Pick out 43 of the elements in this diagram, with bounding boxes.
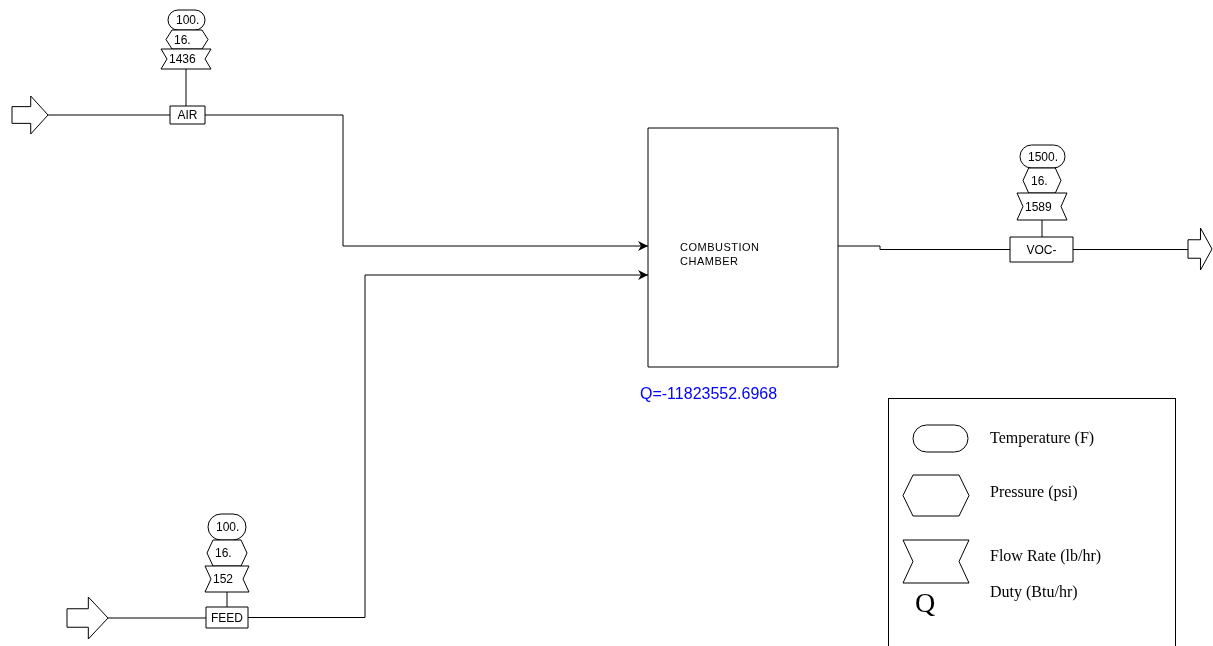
stream-label [1010,237,1073,262]
tag-value: 100. [176,13,200,27]
tag-value: 1500. [1028,149,1059,164]
stream-name: VOC- [1026,242,1057,257]
tag-value: 1436 [169,52,196,66]
pressure-tag [1023,168,1061,193]
legend-text: Flow Rate (lb/hr) [990,547,1102,565]
duty-symbol: Q [915,587,936,619]
flow-rate-tag [205,566,249,592]
stream-arrow [1188,228,1212,270]
tag-value: 16. [1031,173,1048,188]
stream-line [47,114,171,116]
temperature-tag [208,514,246,540]
flow-rate-tag [161,49,211,69]
stream-line [226,591,228,608]
flow-rate-tag [1017,193,1067,220]
legend-text: Duty (Btu/hr) [990,583,1078,601]
stream-arrow [67,597,108,639]
duty-value: Q=-11823552.6968 [640,385,778,403]
legend-text: Temperature (F) [990,429,1095,447]
temperature-tag [168,10,205,30]
tag-value: 1589 [1025,199,1052,214]
stream-label [170,106,205,124]
stream-arrow [12,96,48,134]
temperature-tag [1020,145,1065,168]
stream-line [837,245,1011,250]
stream-line [1072,249,1189,250]
stream-name: AIR [177,108,198,122]
tag-value: 152 [213,572,234,586]
tag-value: 100. [216,520,240,534]
stream-line [1041,219,1043,238]
stream-line [185,68,187,107]
stream-label [206,607,248,628]
stream-name: FEED [211,610,243,625]
combustion-chamber [648,128,838,367]
pressure-tag [207,540,247,566]
flow-arrow [247,270,649,618]
tag-value: 16. [174,32,191,47]
tag-value: 16. [215,546,232,560]
flow-arrow [204,114,649,251]
stream-line [107,617,207,619]
legend-text: Pressure (psi) [990,483,1078,501]
chamber-label: COMBUSTION CHAMBER [680,240,761,268]
